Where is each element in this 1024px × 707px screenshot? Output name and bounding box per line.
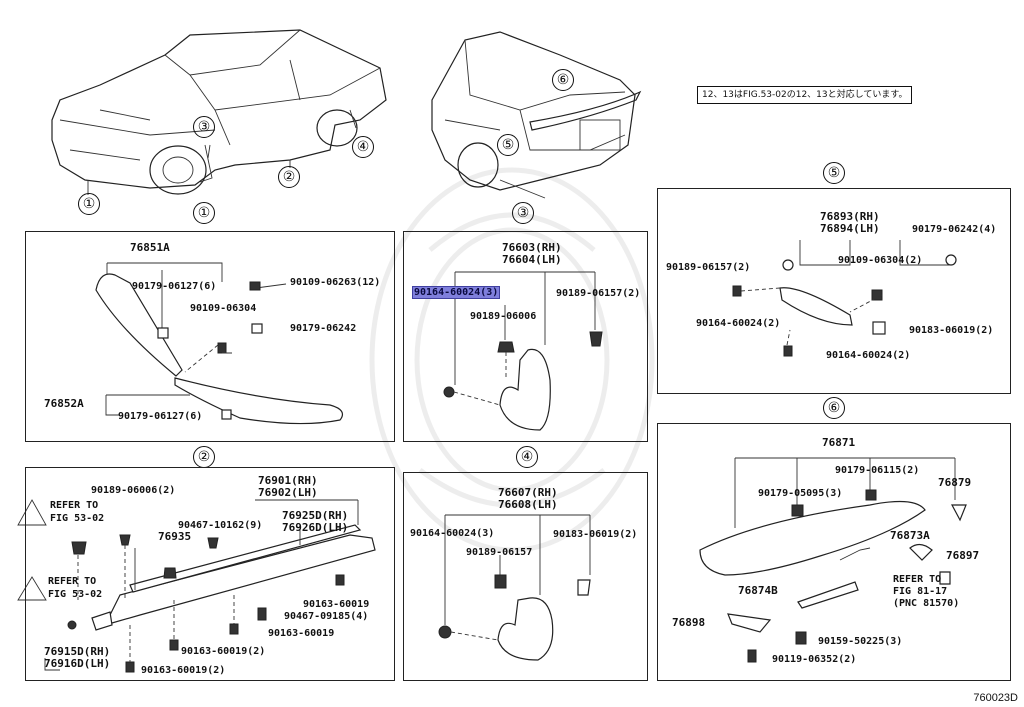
- part-90189-06157-2[interactable]: 90189-06157(2): [666, 262, 751, 273]
- part-90467-10162-9[interactable]: 90467-10162(9): [178, 520, 263, 531]
- part-76852A[interactable]: 76852A: [44, 397, 84, 410]
- part-90189-06006-2[interactable]: 90189-06006(2): [91, 485, 176, 496]
- car-front-view: [51, 29, 387, 195]
- part-76916D-lh[interactable]: 76916D(LH): [44, 657, 111, 670]
- callout-3-front-flap[interactable]: ③: [193, 116, 215, 138]
- part-76915D-rh[interactable]: 76915D(RH): [44, 645, 111, 658]
- refer-fig-81-17-line1[interactable]: REFER TO: [893, 574, 942, 585]
- part-90179-06242[interactable]: 90179-06242: [290, 323, 357, 334]
- callout-2-header: ②: [193, 446, 215, 468]
- part-76894-lh[interactable]: 76894(LH): [820, 222, 880, 235]
- part-76879[interactable]: 76879: [938, 476, 972, 489]
- part-76893-rh[interactable]: 76893(RH): [820, 210, 880, 223]
- panel-rocker-moulding: [25, 467, 395, 681]
- part-90189-06006[interactable]: 90189-06006: [470, 311, 537, 322]
- callout-3-below-car[interactable]: ③: [512, 202, 534, 224]
- refer-13-line2[interactable]: FIG 53-02: [50, 513, 105, 524]
- rear-garnish-parts: [732, 240, 957, 357]
- callout-5-flap[interactable]: ⑤: [497, 134, 519, 156]
- refer-12-line1[interactable]: REFER TO: [48, 576, 97, 587]
- part-76902-lh[interactable]: 76902(LH): [258, 486, 318, 499]
- callout-6-spoiler[interactable]: ⑥: [552, 69, 574, 91]
- part-90109-06263-12[interactable]: 90109-06263(12): [290, 277, 381, 288]
- callout-2-skirt[interactable]: ②: [278, 166, 300, 188]
- callout-4-rear-flap[interactable]: ④: [352, 136, 374, 158]
- part-90163-60019-2-upper[interactable]: 90163-60019(2): [181, 646, 266, 657]
- part-90163-60019-a[interactable]: 90163-60019: [303, 599, 370, 610]
- part-90183-06019-2[interactable]: 90183-06019(2): [909, 325, 994, 336]
- panel-front-mudguard: [403, 472, 648, 681]
- part-90164-60024-2-lower[interactable]: 90164-60024(2): [826, 350, 911, 361]
- part-90189-06157[interactable]: 90189-06157: [466, 547, 533, 558]
- refer-fig-81-17-line2[interactable]: FIG 81-17: [893, 586, 948, 597]
- panel-rear-spoiler: [657, 423, 1011, 681]
- part-90164-60024-3[interactable]: 90164-60024(3): [410, 528, 495, 539]
- panel-rear-garnish: [657, 188, 1011, 394]
- callout-6-header: ⑥: [823, 397, 845, 419]
- part-90119-06352-2[interactable]: 90119-06352(2): [772, 654, 857, 665]
- part-76874B[interactable]: 76874B: [738, 584, 778, 597]
- reference-note: 12、13はFIG.53-02の12、13と対応しています。: [697, 86, 913, 104]
- refer-13-line1[interactable]: REFER TO: [50, 500, 99, 511]
- part-90179-06242-4[interactable]: 90179-06242(4): [912, 224, 997, 235]
- part-90467-09185-4[interactable]: 90467-09185(4): [284, 611, 369, 622]
- drawing-code: 760023D: [973, 692, 1018, 704]
- part-90109-06304[interactable]: 90109-06304: [190, 303, 257, 314]
- part-90179-06127-6[interactable]: 90179-06127(6): [132, 281, 217, 292]
- front-spoiler-parts: [95, 262, 343, 425]
- part-76607-rh[interactable]: 76607(RH): [498, 486, 558, 499]
- part-90109-06304-2[interactable]: 90109-06304(2): [838, 255, 923, 266]
- refer-fig-81-17-line3[interactable]: (PNC 81570): [893, 598, 960, 609]
- part-76603-rh[interactable]: 76603(RH): [502, 241, 562, 254]
- part-76926D-lh[interactable]: 76926D(LH): [282, 521, 349, 534]
- callout-1-below-car[interactable]: ①: [193, 202, 215, 224]
- highlight-marker: 90164-60024(3): [411, 286, 501, 299]
- part-76901-rh[interactable]: 76901(RH): [258, 474, 318, 487]
- part-76925D-rh[interactable]: 76925D(RH): [282, 509, 349, 522]
- panel-front-spoiler: [25, 231, 395, 442]
- part-90164-60024-2-upper[interactable]: 90164-60024(2): [696, 318, 781, 329]
- part-90163-60019-b[interactable]: 90163-60019: [268, 628, 335, 639]
- part-76851A[interactable]: 76851A: [130, 241, 170, 254]
- part-90179-06127-6-lower[interactable]: 90179-06127(6): [118, 411, 203, 422]
- part-76935[interactable]: 76935: [158, 530, 192, 543]
- rear-mudguard-parts: [443, 271, 603, 431]
- part-90164-60024-3-highlighted[interactable]: 90164-60024(3): [411, 286, 501, 299]
- part-76604-lh[interactable]: 76604(LH): [502, 253, 562, 266]
- part-90163-60019-2-lower[interactable]: 90163-60019(2): [141, 665, 226, 676]
- refer-12-line2[interactable]: FIG 53-02: [48, 589, 103, 600]
- callout-4-header: ④: [516, 446, 538, 468]
- rear-spoiler-parts: [699, 457, 967, 663]
- part-76871[interactable]: 76871: [822, 436, 856, 449]
- panel-rear-mudguard: [403, 231, 648, 442]
- part-90159-50225-3[interactable]: 90159-50225(3): [818, 636, 903, 647]
- part-90189-06157-2[interactable]: 90189-06157(2): [556, 288, 641, 299]
- callout-1-front[interactable]: ①: [78, 193, 100, 215]
- front-mudguard-parts: [438, 514, 591, 661]
- callout-5-header: ⑤: [823, 162, 845, 184]
- part-76608-lh[interactable]: 76608(LH): [498, 498, 558, 511]
- part-76898[interactable]: 76898: [672, 616, 706, 629]
- car-rear-view: [431, 31, 642, 199]
- part-90183-06019-2[interactable]: 90183-06019(2): [553, 529, 638, 540]
- rocker-moulding-parts: [17, 499, 376, 673]
- part-90179-05095-3[interactable]: 90179-05095(3): [758, 488, 843, 499]
- part-76873A[interactable]: 76873A: [890, 529, 930, 542]
- part-76897[interactable]: 76897: [946, 549, 980, 562]
- part-90179-06115-2[interactable]: 90179-06115(2): [835, 465, 920, 476]
